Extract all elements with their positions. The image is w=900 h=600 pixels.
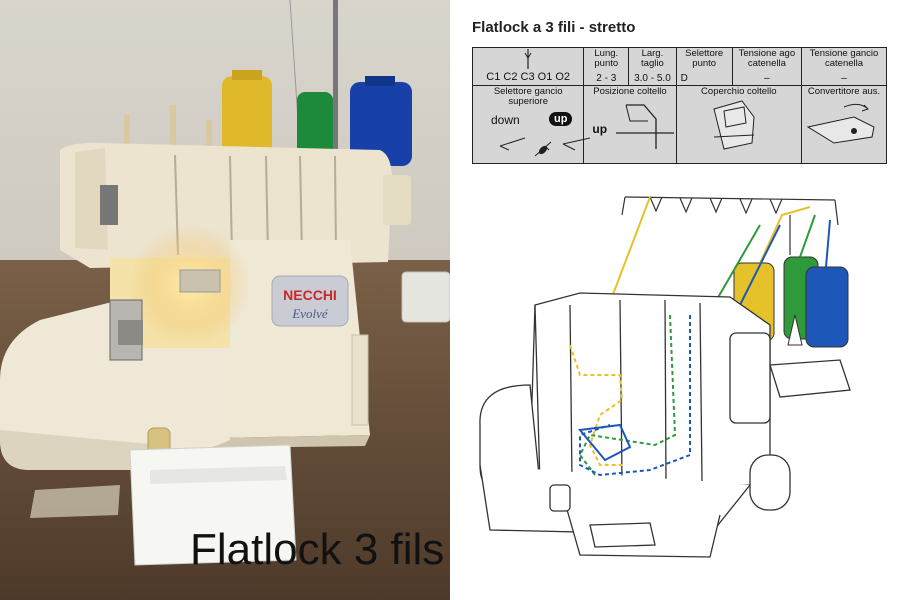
hook-selector-icon	[499, 137, 591, 157]
chain-needle-tension-value: –	[764, 72, 770, 84]
chain-hook-tension-value: –	[841, 72, 847, 84]
threading-diagram	[479, 196, 851, 558]
manual-page: Flatlock a 3 fili - stretto C1 C2 C3 O1 …	[450, 0, 900, 600]
serger-photo: NECCHI Evolvé	[0, 0, 450, 600]
stitch-length-value: 2 - 3	[596, 72, 617, 84]
serger-photo-drawing: NECCHI Evolvé	[0, 0, 450, 600]
diagram-spool-blue	[805, 266, 849, 348]
up-label: up	[549, 111, 573, 126]
knife-cover-icon	[713, 100, 755, 150]
aux-converter-icon	[806, 104, 875, 144]
needle-icon	[475, 49, 581, 71]
settings-row-2: Selettore gancio superiore down up Posiz…	[471, 84, 887, 164]
spool-green	[297, 92, 333, 166]
serger-body: NECCHI Evolvé	[0, 142, 411, 566]
settings-row: C1 C2 C3 O1 O2 Lung. punto 2 - 3 Larg. t…	[471, 47, 887, 86]
knife-cover-cell: Coperchio coltello	[675, 84, 803, 164]
spool-yellow	[222, 70, 272, 166]
stitch-selector-value: D	[680, 72, 688, 84]
spool-blue	[350, 76, 412, 166]
brand-badge	[271, 275, 349, 327]
knife-position-label: Posizione coltello	[593, 85, 667, 97]
manual-title: Flatlock a 3 fili - stretto	[472, 19, 636, 36]
chain-hook-tension-cell: Tensione gancio catenella –	[801, 47, 887, 86]
settings-table: C1 C2 C3 O1 O2 Lung. punto 2 - 3 Larg. t…	[471, 47, 887, 164]
cut-width-cell: Larg. taglio 3.0 - 5.0	[628, 47, 677, 86]
stitch-selector-label: Selettore punto	[685, 48, 724, 70]
down-label: down	[491, 112, 520, 127]
thread-stand-pole	[333, 0, 338, 150]
thread-codes: C1 C2 C3 O1 O2	[486, 71, 571, 83]
caption: Flatlock 3 fils	[190, 525, 445, 574]
upper-hook-selector-label: Selettore gancio superiore	[493, 85, 563, 108]
aux-converter-cell: Convertitore aus.	[801, 84, 887, 164]
stitch-length-label: Lung. punto	[594, 48, 619, 70]
brand-text: NECCHI	[283, 287, 337, 303]
chain-needle-tension-cell: Tensione ago catenella –	[731, 47, 803, 86]
chain-needle-tension-label: Tensione ago catenella	[738, 48, 796, 70]
knife-cover-label: Coperchio coltello	[701, 85, 777, 97]
cut-width-label: Larg. taglio	[641, 48, 664, 70]
stitch-length-cell: Lung. punto 2 - 3	[583, 47, 630, 86]
chain-hook-tension-label: Tensione gancio catenella	[809, 48, 879, 70]
knife-icon	[616, 104, 675, 150]
stitch-selector-cell: Selettore punto D	[675, 47, 733, 86]
knife-position-cell: Posizione coltello up	[583, 84, 677, 164]
cut-width-value: 3.0 - 5.0	[634, 72, 671, 84]
aux-converter-label: Convertitore aus.	[807, 85, 881, 97]
thread-cell: C1 C2 C3 O1 O2	[471, 47, 585, 86]
knife-up-label: up	[592, 122, 608, 137]
upper-hook-selector-cell: Selettore gancio superiore down up	[471, 84, 591, 164]
model-text: Evolvé	[291, 306, 329, 321]
